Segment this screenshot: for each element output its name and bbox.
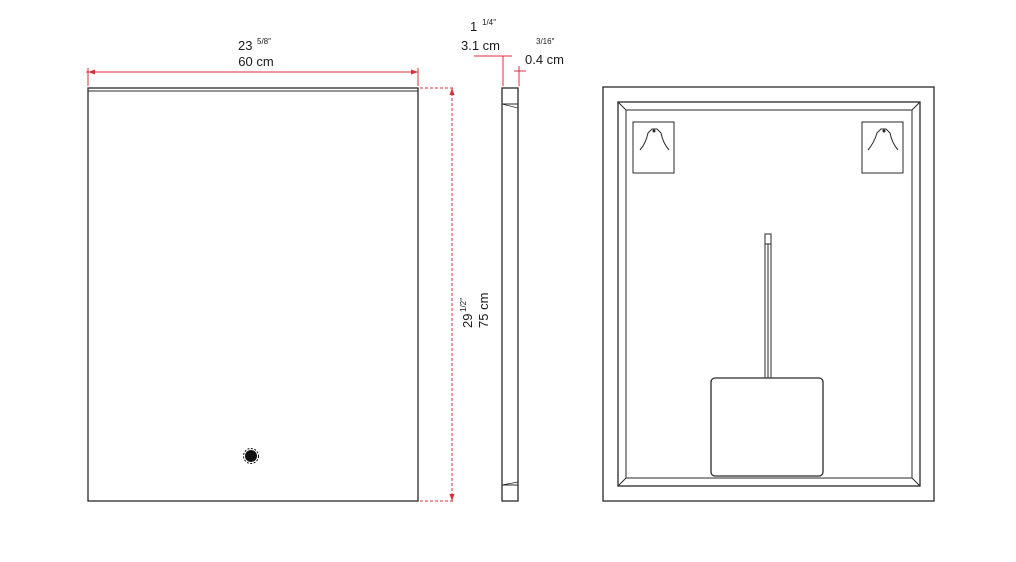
back-inner-frame-outer (617, 101, 921, 487)
side-glass-inch-fraction: 3/16″ (536, 37, 555, 46)
front-height-dimension (420, 87, 455, 502)
front-height-inch-fraction: 1/2″ (459, 298, 468, 312)
back-inner-frame-inner (625, 109, 913, 479)
front-mirror-outline (87, 87, 419, 502)
side-glass-cm: 0.4 cm (525, 52, 564, 67)
front-width-cm: 60 cm (238, 54, 273, 69)
front-view: 23 5/8″ 60 cm 29 1/2″ 75 cm (86, 37, 491, 502)
touch-sensor-ring-icon (243, 448, 259, 464)
side-glass-dimension (514, 66, 526, 86)
back-outer-frame (602, 86, 935, 502)
front-width-inch: 23 (238, 38, 252, 53)
right-hanging-bracket-icon (861, 121, 904, 174)
side-view: 1 1/4″ 3.1 cm 3/16″ 0.4 cm (461, 18, 564, 502)
front-height-inch: 29 (460, 314, 475, 328)
side-depth-dimension (474, 55, 512, 86)
side-profile-outline (501, 87, 519, 502)
side-depth-inch: 1 (470, 19, 477, 34)
front-width-inch-fraction: 5/8″ (257, 37, 271, 46)
power-cable-icon (764, 233, 772, 379)
front-height-cm: 75 cm (476, 293, 491, 328)
back-view (602, 86, 935, 502)
touch-sensor-icon (245, 450, 257, 462)
driver-box (710, 377, 824, 477)
front-width-dimension (86, 68, 419, 86)
side-depth-inch-fraction: 1/4″ (482, 18, 496, 27)
left-hanging-bracket-icon (632, 121, 675, 174)
side-depth-cm: 3.1 cm (461, 38, 500, 53)
